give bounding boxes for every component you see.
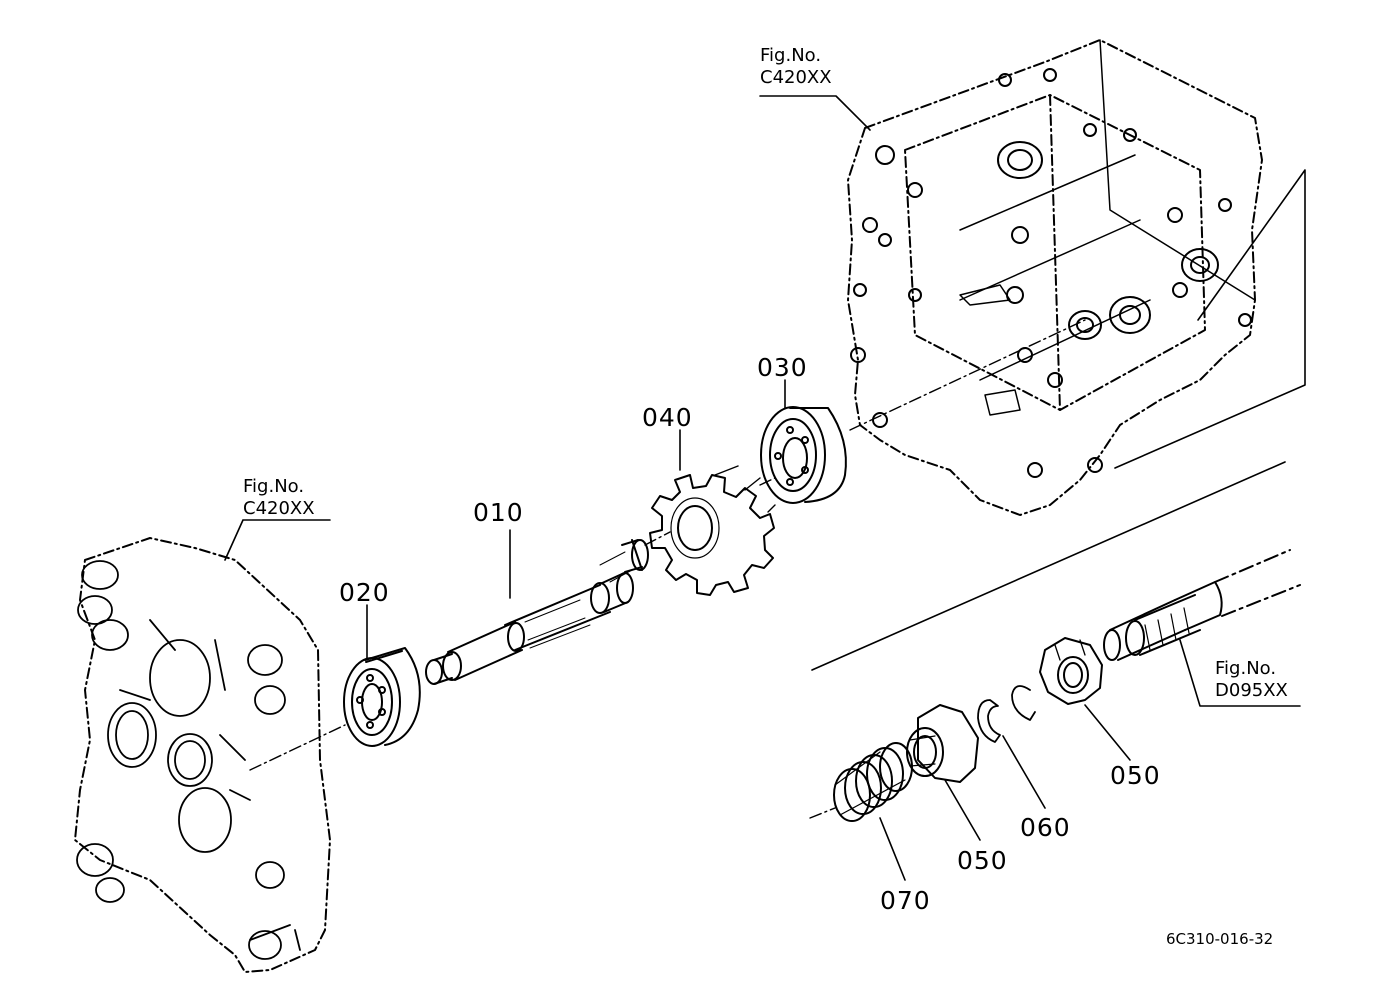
leader-line-left-fig <box>224 519 331 561</box>
axis-line-right <box>759 319 1086 486</box>
leader-050-center <box>944 779 981 841</box>
fig-ref-lower-right-line1: Fig.No. <box>1215 658 1277 679</box>
divider-line <box>811 461 1286 671</box>
fig-ref-left-line2: C420XX <box>243 498 315 519</box>
fig-ref-lower-right: Fig.No. D095XX <box>1215 658 1288 702</box>
leader-line-upper-fig <box>759 95 871 131</box>
fig-ref-upper-right-line1: Fig.No. <box>760 45 822 66</box>
axis-line-mid <box>644 531 671 546</box>
axis-line-spring <box>809 807 836 819</box>
leader-d095-fig <box>1179 639 1301 707</box>
bearing-030 <box>760 406 847 504</box>
fig-ref-upper-right: Fig.No. C420XX <box>760 45 832 89</box>
fig-ref-left-line1: Fig.No. <box>243 476 305 497</box>
hub-050-right <box>1039 637 1103 705</box>
circlip-060 <box>977 685 1036 743</box>
gear-040 <box>649 465 776 596</box>
front-cover-details <box>76 560 301 960</box>
part-label-070: 070 <box>880 886 931 915</box>
shaft-010 <box>425 539 649 685</box>
part-label-050-center: 050 <box>957 846 1008 875</box>
transmission-case-upper <box>847 39 1263 516</box>
part-label-030: 030 <box>757 353 808 382</box>
hub-050-center <box>906 704 979 783</box>
leader-060 <box>1002 735 1046 809</box>
part-label-020: 020 <box>339 578 390 607</box>
fig-ref-lower-right-line2: D095XX <box>1215 680 1288 701</box>
spring-070 <box>833 742 913 822</box>
front-cover-left <box>74 537 331 973</box>
fig-ref-left: Fig.No. C420XX <box>243 476 315 520</box>
leader-050-right <box>1084 704 1131 761</box>
leader-070 <box>879 817 906 881</box>
axis-line-left <box>249 724 346 771</box>
drawing-code: 6C310-016-32 <box>1166 930 1274 948</box>
part-label-010: 010 <box>473 498 524 527</box>
part-label-060: 060 <box>1020 813 1071 842</box>
pto-shaft-d095 <box>1103 549 1301 661</box>
part-label-050-right: 050 <box>1110 761 1161 790</box>
bearing-020 <box>343 647 421 747</box>
part-label-040: 040 <box>642 403 693 432</box>
fig-ref-upper-right-line2: C420XX <box>760 67 832 88</box>
bracket-line <box>1114 169 1306 469</box>
